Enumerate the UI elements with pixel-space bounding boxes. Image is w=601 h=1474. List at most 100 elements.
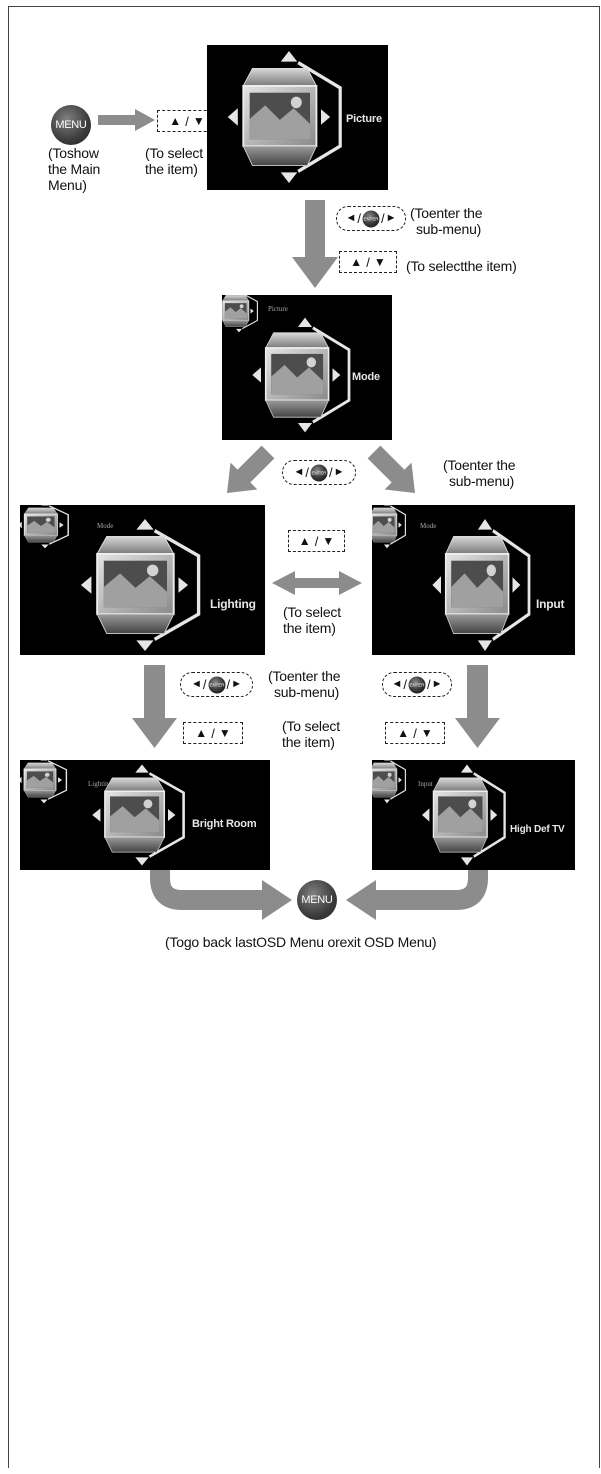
menu-item-label: Mode [352, 371, 380, 383]
menu-button-icon: MENU [51, 105, 91, 145]
menu-item-label: High Def TV [510, 824, 564, 835]
arrow-down-to-mode [292, 200, 338, 288]
note-line: the Main [48, 161, 100, 177]
note-line: the item) [283, 620, 341, 636]
note-back-or-exit: (Togo back lastOSD Menu orexit OSD Menu) [165, 934, 436, 950]
down-key-icon: ▼ [219, 727, 231, 739]
osd-screen-picture: Picture [207, 45, 388, 190]
menu-cube-icon [250, 316, 360, 434]
up-down-keys: ▲ / ▼ [339, 251, 397, 273]
key-separator: / [357, 212, 361, 225]
up-key-icon: ▲ [195, 727, 207, 739]
note-line: (To selectthe item) [406, 258, 517, 274]
menu-cube-icon [90, 763, 194, 867]
note-line: (To select [282, 718, 340, 734]
up-down-keys: ▲ / ▼ [385, 722, 445, 744]
note-line: the item) [145, 161, 203, 177]
up-down-keys: ▲ / ▼ [183, 722, 243, 744]
enter-button-text: ENTER [364, 216, 379, 221]
key-separator: / [185, 115, 189, 128]
menu-item-label: Lighting [210, 597, 256, 611]
breadcrumb-cube-icon [20, 760, 72, 804]
right-key-icon: ► [334, 467, 345, 478]
osd-screen-bright-room: Lighting Bright Room [20, 760, 270, 870]
menu-button-icon: MENU [297, 880, 337, 920]
arrow-down-to-high-def-tv [455, 665, 500, 748]
menu-button-text: MENU [55, 119, 86, 131]
up-key-icon: ▲ [350, 256, 362, 268]
left-key-icon: ◄ [191, 679, 202, 690]
note-line: sub-menu) [410, 221, 482, 237]
arrow-down-right-to-input [361, 439, 429, 507]
breadcrumb-cube-icon [372, 760, 410, 804]
note-enter-submenu: (Toenter the sub-menu) [410, 205, 482, 237]
key-separator: / [427, 678, 431, 691]
up-key-icon: ▲ [299, 535, 311, 547]
key-separator: / [403, 678, 407, 691]
note-line: (Toenter the [443, 457, 515, 473]
enter-button-text: ENTER [209, 682, 224, 687]
enter-button-icon: ENTER [208, 676, 226, 694]
key-separator: / [413, 727, 417, 740]
breadcrumb: Picture [268, 305, 288, 313]
breadcrumb-cube-icon [372, 505, 410, 549]
note-line: (To select [283, 604, 341, 620]
enter-button-icon: ENTER [408, 676, 426, 694]
left-key-icon: ◄ [391, 679, 402, 690]
left-enter-right-keys: ◄ / ENTER / ► [382, 672, 452, 697]
note-enter-submenu: (Toenter the sub-menu) [443, 457, 515, 489]
down-key-icon: ▼ [322, 535, 334, 547]
key-separator: / [381, 212, 385, 225]
note-select-item: (To select the item) [282, 718, 340, 750]
left-enter-right-keys: ◄ / ENTER / ► [336, 206, 406, 231]
arrow-head-right-to-menu [346, 880, 376, 920]
menu-item-label: Bright Room [192, 818, 256, 830]
note-line: the item) [282, 734, 340, 750]
osd-screen-mode: Picture Mode [222, 295, 392, 440]
left-key-icon: ◄ [345, 213, 356, 224]
enter-button-icon: ENTER [310, 464, 328, 482]
enter-button-icon: ENTER [362, 210, 380, 228]
enter-button-text: ENTER [312, 470, 327, 475]
arrow-menu-to-select [98, 109, 155, 131]
note-line: (Toshow [48, 145, 100, 161]
key-separator: / [211, 727, 215, 740]
note-line: sub-menu) [268, 684, 340, 700]
menu-item-label: Picture [346, 113, 382, 125]
note-line: Menu) [48, 177, 100, 193]
osd-screen-lighting: Mode Lighting [20, 505, 265, 655]
note-line: (Toenter the [410, 205, 482, 221]
left-key-icon: ◄ [293, 467, 304, 478]
menu-cube-icon [430, 517, 540, 653]
osd-screen-input: Mode Input [372, 505, 575, 655]
key-separator: / [329, 466, 333, 479]
arrow-curve-left-to-menu [160, 868, 264, 900]
right-key-icon: ► [231, 679, 242, 690]
note-select-item: (To select the item) [283, 604, 341, 636]
note-line: sub-menu) [443, 473, 515, 489]
down-key-icon: ▼ [193, 115, 205, 127]
menu-cube-icon [225, 49, 353, 185]
osd-screen-high-def-tv: Input High Def TV [372, 760, 575, 870]
note-show-main-menu: (Toshow the Main Menu) [48, 145, 100, 193]
left-enter-right-keys: ◄ / ENTER / ► [180, 672, 253, 697]
arrow-down-to-bright-room [132, 665, 177, 748]
menu-item-label: Input [536, 597, 564, 611]
up-down-keys: ▲ / ▼ [288, 530, 345, 552]
key-separator: / [227, 678, 231, 691]
key-separator: / [315, 535, 319, 548]
note-line: (Togo back lastOSD Menu orexit OSD Menu) [165, 934, 436, 950]
down-key-icon: ▼ [374, 256, 386, 268]
arrow-curve-right-to-menu [374, 868, 478, 900]
up-key-icon: ▲ [397, 727, 409, 739]
arrow-head-left-to-menu [262, 880, 292, 920]
arrow-double-horizontal [272, 571, 362, 595]
right-key-icon: ► [432, 679, 443, 690]
enter-button-text: ENTER [410, 682, 425, 687]
down-key-icon: ▼ [421, 727, 433, 739]
note-line: (To select [145, 145, 203, 161]
right-key-icon: ► [386, 213, 397, 224]
up-key-icon: ▲ [169, 115, 181, 127]
menu-cube-icon [420, 763, 514, 867]
key-separator: / [203, 678, 207, 691]
